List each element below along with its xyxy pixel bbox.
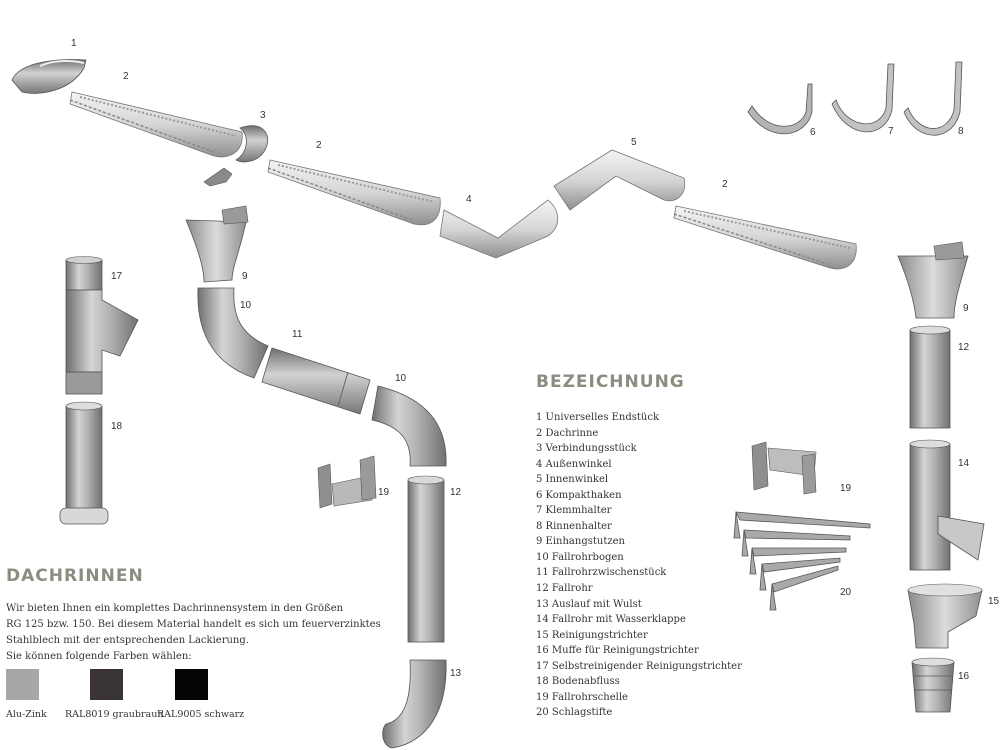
part-number-2: 2 (722, 179, 728, 190)
color-swatch-schwarz (175, 669, 208, 700)
hooks-parts-6-8 (747, 61, 963, 136)
legend-item: 6 Kompakthaken (536, 489, 622, 501)
legend-item: 20 Schlagstifte (536, 707, 613, 719)
part-number-17: 17 (111, 271, 123, 282)
legend-item: 19 Fallrohrschelle (536, 691, 628, 703)
part-number-16: 16 (958, 671, 970, 682)
intro-line: Stahlblech mit der entsprechenden Lackie… (6, 635, 249, 646)
pipe-clamp-part-19a (317, 455, 377, 509)
gutter-part-2b (267, 159, 441, 226)
part-number-19: 19 (840, 483, 852, 494)
legend-item: 15 Reinigungstrichter (536, 629, 648, 641)
gutter-part-2a (69, 91, 243, 158)
legend-item: 14 Fallrohr mit Wasserklappe (536, 614, 686, 626)
legend-item: 5 Innenwinkel (536, 474, 609, 486)
color-label: RAL8019 graubraun (65, 709, 164, 720)
color-swatch-alu-zink (6, 669, 39, 700)
part-number-2: 2 (123, 71, 129, 82)
part-number-8: 8 (958, 126, 964, 137)
part-number-18: 18 (111, 421, 123, 432)
downpipe-connector-part-9a (185, 205, 249, 283)
part-number-20: 20 (840, 587, 852, 598)
intro-line: Wir bieten Ihnen ein komplettes Dachrinn… (6, 603, 344, 614)
legend-item: 7 Klemmhalter (536, 505, 612, 517)
part-number-9: 9 (242, 271, 248, 282)
part-number-10: 10 (395, 373, 407, 384)
outer-corner-part-4 (439, 199, 559, 259)
part-number-5: 5 (631, 137, 637, 148)
cleaning-funnel-part-15 (907, 583, 983, 649)
legend-item: 8 Rinnenhalter (536, 520, 612, 532)
legend-item: 3 Verbindungsstück (536, 443, 637, 455)
legend-item: 12 Fallrohr (536, 583, 593, 595)
color-label: RAL9005 schwarz (157, 709, 245, 720)
part-number-7: 7 (888, 126, 894, 137)
legend-item: 18 Bodenabfluss (536, 676, 620, 688)
intro-line: RG 125 bzw. 150. Bei diesem Material han… (6, 619, 381, 630)
pipe-bend-part-10b (371, 385, 447, 467)
color-label: Alu-Zink (6, 709, 47, 720)
legend-item: 1 Universelles Endstück (536, 412, 660, 423)
pipe-bend-part-10a (197, 287, 269, 379)
part-number-9: 9 (963, 303, 969, 314)
part-number-12: 12 (450, 487, 462, 498)
outlet-part-13 (382, 659, 447, 749)
legend-item: 4 Außenwinkel (536, 458, 612, 470)
end-cap-part-1 (11, 59, 87, 94)
part-number-10: 10 (240, 300, 252, 311)
legend-item: 17 Selbstreinigender Reinigungstrichter (536, 660, 742, 672)
downpipe-part-12b (909, 325, 951, 429)
legend-item: 16 Muffe für Reinigungstrichter (536, 645, 699, 657)
part-number-19: 19 (378, 487, 390, 498)
color-swatch-graubraun (90, 669, 123, 700)
legend-item: 11 Fallrohrzwischenstück (536, 567, 667, 579)
part-number-13: 13 (450, 668, 462, 679)
legend-title: BEZEICHNUNG (536, 372, 685, 392)
legend-item: 10 Fallrohrbogen (536, 551, 624, 563)
floor-drain-part-18 (59, 401, 109, 525)
downpipe-water-flap-part-14 (909, 439, 985, 571)
part-number-14: 14 (958, 458, 970, 469)
part-number-11: 11 (292, 329, 303, 340)
intro-line: Sie können folgende Farben wählen: (6, 651, 192, 662)
gutter-part-2c (673, 205, 857, 270)
connector-part-3 (203, 125, 268, 187)
sleeve-part-16 (911, 657, 955, 713)
pipe-clamp-part-19b (751, 441, 817, 495)
legend-item: 13 Auslauf mit Wulst (536, 598, 642, 610)
parts-legend-list: 1 Universelles Endstück 2 Dachrinne 3 Ve… (536, 410, 742, 721)
part-number-1: 1 (71, 38, 77, 49)
part-number-6: 6 (810, 127, 816, 138)
part-number-4: 4 (466, 194, 472, 205)
legend-item: 2 Dachrinne (536, 427, 599, 439)
pipe-intermediate-part-11 (261, 347, 371, 415)
part-number-3: 3 (260, 110, 266, 121)
downpipe-connector-part-9b (897, 241, 969, 319)
inner-corner-part-5 (553, 149, 686, 211)
legend-item: 9 Einhangstutzen (536, 536, 625, 548)
part-number-15: 15 (988, 596, 1000, 607)
part-number-2: 2 (316, 140, 322, 151)
downpipe-part-12a (407, 475, 445, 643)
intro-title: DACHRINNEN (6, 566, 144, 586)
self-cleaning-funnel-part-17 (65, 256, 139, 395)
part-number-12: 12 (958, 342, 970, 353)
nails-part-20 (733, 511, 871, 611)
